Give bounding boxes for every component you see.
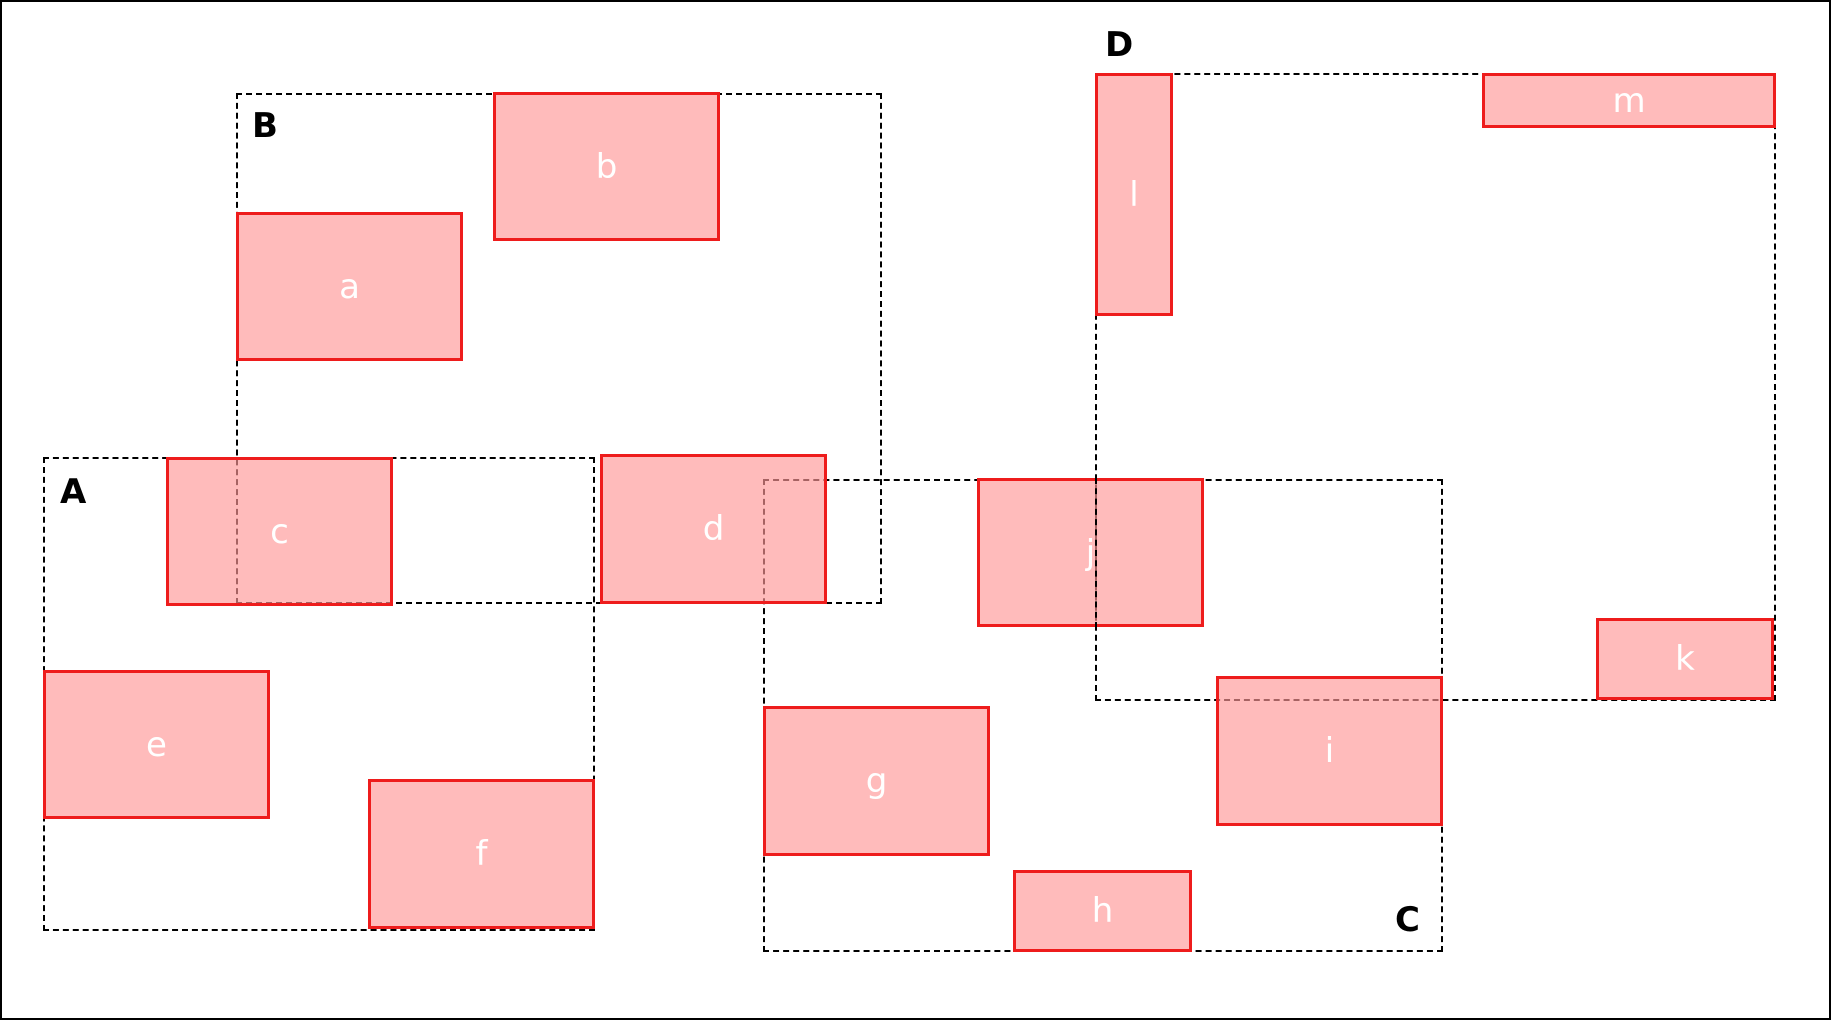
- group-label-c: C: [1395, 900, 1420, 940]
- box-i: i: [1216, 676, 1443, 826]
- box-g: g: [763, 706, 990, 856]
- group-label-b: B: [252, 106, 278, 146]
- group-label-d: D: [1105, 25, 1134, 65]
- box-l-label: l: [1129, 174, 1139, 215]
- box-d: d: [600, 454, 827, 604]
- box-k-label: k: [1675, 639, 1695, 679]
- box-i-label: i: [1324, 731, 1335, 771]
- box-j-label: j: [1085, 532, 1096, 573]
- box-h-label: h: [1091, 891, 1114, 931]
- group-label-a: A: [60, 472, 87, 512]
- box-h: h: [1013, 870, 1192, 952]
- box-d-label: d: [702, 509, 725, 549]
- box-g-label: g: [865, 761, 888, 801]
- box-f: f: [368, 779, 595, 929]
- box-c-label: c: [270, 511, 289, 552]
- box-f-label: f: [475, 834, 488, 874]
- box-m-label: m: [1612, 80, 1646, 121]
- box-a: a: [236, 212, 463, 361]
- box-b-label: b: [595, 146, 618, 187]
- box-e-label: e: [146, 724, 167, 765]
- box-k: k: [1596, 618, 1774, 700]
- box-j: j: [977, 478, 1204, 627]
- box-c: c: [166, 457, 393, 606]
- box-a-label: a: [339, 266, 360, 307]
- box-l: l: [1095, 73, 1173, 316]
- box-m: m: [1482, 73, 1776, 128]
- box-b: b: [493, 92, 720, 241]
- group-d-overlay-line: [1095, 478, 1097, 628]
- box-e: e: [43, 670, 270, 819]
